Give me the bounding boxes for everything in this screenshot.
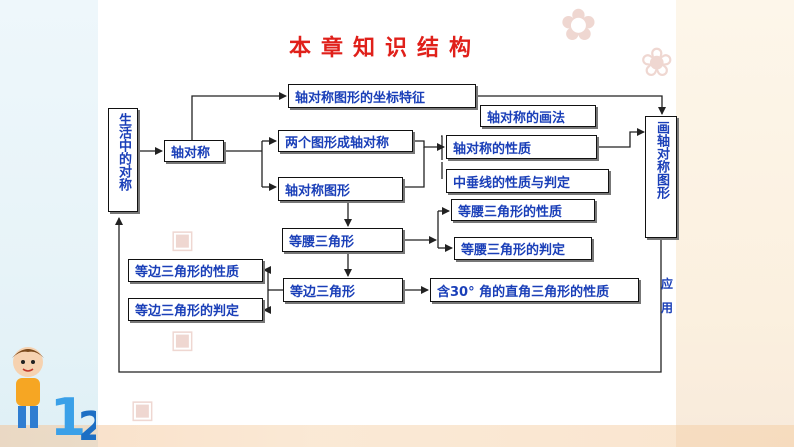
node-axial-property: 轴对称的性质 xyxy=(446,135,597,159)
node-axial-figure: 轴对称图形 xyxy=(278,177,403,201)
node-equilateral-judgement: 等边三角形的判定 xyxy=(128,298,263,321)
node-drawing-method: 轴对称的画法 xyxy=(480,105,596,127)
seal-decoration-icon: ▣ xyxy=(170,225,195,255)
page-title: 本章知识结构 xyxy=(288,35,481,61)
svg-text:1: 1 xyxy=(50,388,86,447)
label-apply-2: 用 xyxy=(661,301,674,315)
child-cartoon-icon: 1 2 xyxy=(12,347,96,447)
label-apply-1: 应 xyxy=(661,277,674,291)
node-draw-axial-figure: 画轴对称图形 xyxy=(645,116,677,238)
node-two-figures: 两个图形成轴对称 xyxy=(278,130,413,152)
left-decoration-panel xyxy=(0,0,98,447)
node-equilateral: 等边三角形 xyxy=(283,278,403,302)
node-coordinate-feature: 轴对称图形的坐标特征 xyxy=(288,84,476,108)
floor-decoration xyxy=(0,425,794,447)
right-decoration-panel xyxy=(676,0,794,447)
node-life-symmetry: 生活中的对称 xyxy=(108,108,138,212)
seal-decoration-icon: ▣ xyxy=(130,395,155,425)
svg-text:2: 2 xyxy=(78,404,96,447)
node-right-30: 含30° 角的直角三角形的性质 xyxy=(430,278,639,302)
node-equilateral-property: 等边三角形的性质 xyxy=(128,259,263,282)
node-isosceles-property: 等腰三角形的性质 xyxy=(451,199,595,221)
calligraphy-decoration-icon: ❀ xyxy=(640,40,674,86)
node-isosceles: 等腰三角形 xyxy=(282,228,403,252)
node-isosceles-judgement: 等腰三角形的判定 xyxy=(454,237,592,260)
seal-decoration-icon: ▣ xyxy=(170,325,195,355)
calligraphy-decoration-icon: ✿ xyxy=(560,0,597,51)
node-perp-bisector: 中垂线的性质与判定 xyxy=(446,169,609,193)
node-axial-symmetry: 轴对称 xyxy=(164,140,224,162)
